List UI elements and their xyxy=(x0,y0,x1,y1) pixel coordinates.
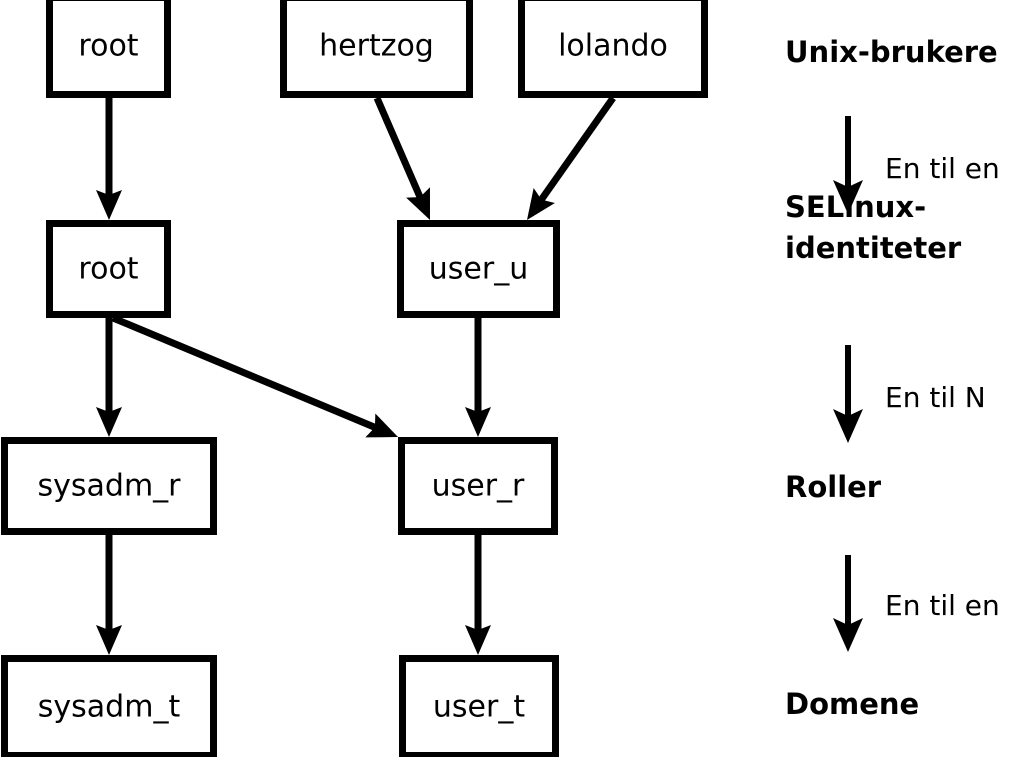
node-label: user_t xyxy=(433,690,525,725)
legend-layer-label: SELinux- xyxy=(785,190,926,224)
legend-layer-label: Unix-brukere xyxy=(785,35,998,69)
node-dom_user[interactable]: user_t xyxy=(399,655,559,757)
edge-arrowhead xyxy=(465,407,491,437)
node-role_user[interactable]: user_r xyxy=(398,437,558,535)
legend-relation-rel-3: En til en xyxy=(833,555,1000,652)
legend-layer-label: Domene xyxy=(785,687,919,721)
legend-relation-label: En til N xyxy=(885,381,986,414)
legend-relation-label: En til en xyxy=(885,589,1000,622)
node-label: user_u xyxy=(429,252,528,287)
legend-layer-unix: Unix-brukere xyxy=(785,35,998,69)
legend-relation-label: En til en xyxy=(885,152,1000,185)
edge-sel_root-to-role_user xyxy=(111,314,398,438)
node-label: hertzog xyxy=(319,29,434,64)
legend-layer-domene: Domene xyxy=(785,687,919,721)
node-unix_hertzog[interactable]: hertzog xyxy=(280,0,473,98)
node-label: sysadm_r xyxy=(38,469,182,504)
edge-arrowhead xyxy=(465,625,491,655)
node-box[interactable] xyxy=(1,437,217,535)
node-box[interactable] xyxy=(518,0,708,98)
node-box[interactable] xyxy=(398,437,558,535)
legend-layer-label: identiteter xyxy=(785,231,962,265)
legend-layer-roller: Roller xyxy=(785,470,882,504)
edge-unix_root-to-sel_root xyxy=(96,98,122,220)
node-box[interactable] xyxy=(46,0,171,98)
node-box[interactable] xyxy=(46,220,171,318)
edge-arrowhead xyxy=(96,407,122,437)
legend-relation-rel-2: En til N xyxy=(833,345,986,443)
node-sel_root[interactable]: root xyxy=(46,220,171,318)
edges-group xyxy=(96,95,616,655)
node-role_sysadm[interactable]: sysadm_r xyxy=(1,437,217,535)
edge-arrowhead xyxy=(96,190,122,220)
legend-arrowhead-icon xyxy=(833,409,863,443)
edge-role_user-to-dom_user xyxy=(465,535,491,655)
node-label: user_r xyxy=(432,469,525,504)
legend-layer-selinux: SELinux-identiteter xyxy=(785,190,962,265)
node-box[interactable] xyxy=(1,655,217,757)
node-label: sysadm_t xyxy=(38,690,181,725)
edge-sel_root-to-role_sysadm xyxy=(96,318,122,437)
node-box[interactable] xyxy=(397,220,560,318)
node-box[interactable] xyxy=(280,0,473,98)
node-dom_sysadm[interactable]: sysadm_t xyxy=(1,655,217,757)
edge-arrowhead xyxy=(527,187,555,220)
edge-arrowhead xyxy=(406,187,430,220)
legend-layer-label: Roller xyxy=(785,470,882,504)
node-label: lolando xyxy=(558,29,668,64)
edge-line xyxy=(373,96,424,200)
legend-arrowhead-icon xyxy=(833,180,863,214)
edge-sel_user_u-to-role_user xyxy=(465,318,491,437)
edge-unix_hertzog-to-sel_user_u xyxy=(373,96,430,220)
edge-arrowhead xyxy=(365,413,398,438)
edge-arrowhead xyxy=(96,625,122,655)
edge-unix_lolando-to-sel_user_u xyxy=(527,95,616,220)
legend-group: En til en En til N En til en Unix-brukereSE… xyxy=(785,35,1000,721)
edge-role_sysadm-to-dom_sysadm xyxy=(96,535,122,655)
node-box[interactable] xyxy=(399,655,559,757)
node-sel_user_u[interactable]: user_u xyxy=(397,220,560,318)
legend-arrowhead-icon xyxy=(833,618,863,652)
edge-line xyxy=(537,95,616,203)
legend-relation-rel-1: En til en xyxy=(833,116,1000,214)
edge-line xyxy=(111,314,378,431)
node-label: root xyxy=(78,29,138,64)
node-label: root xyxy=(78,252,138,287)
node-unix_lolando[interactable]: lolando xyxy=(518,0,708,98)
node-unix_root[interactable]: root xyxy=(46,0,171,98)
